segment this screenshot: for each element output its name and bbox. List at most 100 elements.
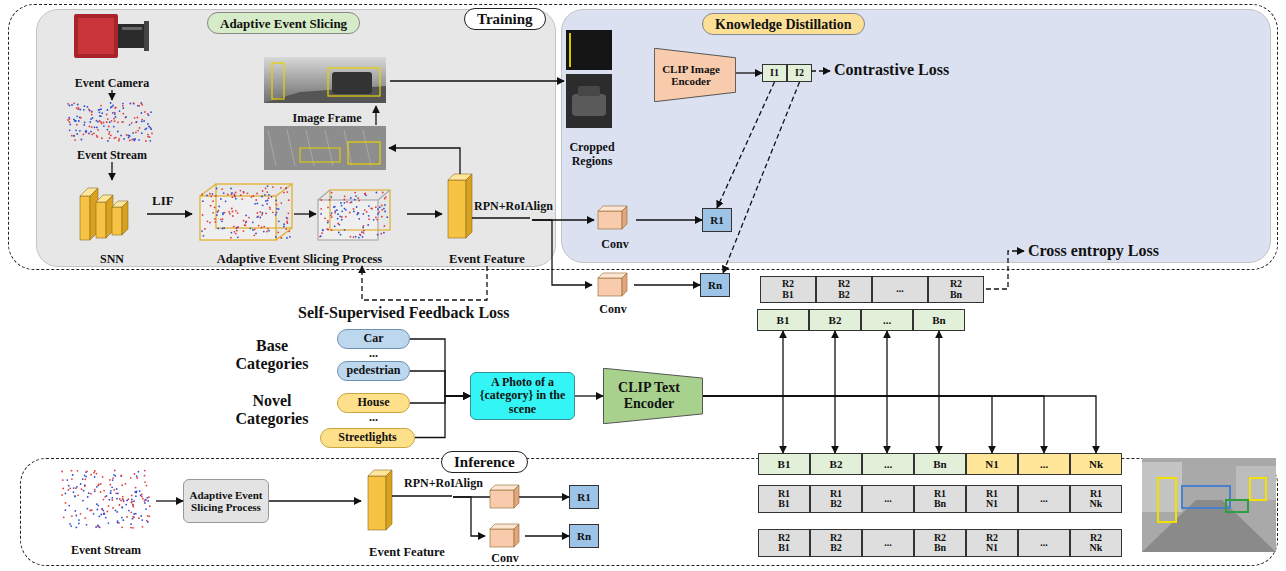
figure-label: Event Camera — [75, 77, 149, 90]
feature-block — [112, 201, 128, 207]
event-dot — [73, 102, 75, 104]
slice-cube-edge — [276, 228, 292, 240]
event-dot — [135, 495, 137, 497]
detection-box — [1226, 500, 1248, 512]
figure-label: Event Stream — [71, 544, 141, 557]
building — [1236, 466, 1276, 500]
detection-box — [1250, 478, 1266, 500]
event-dot — [236, 227, 238, 229]
event-dot — [76, 527, 78, 529]
event-dot — [101, 508, 103, 510]
event-dot — [252, 221, 254, 223]
event-dot — [85, 476, 87, 478]
event-dot — [119, 110, 121, 112]
event-dot — [376, 219, 378, 221]
node-text: R2 B1 — [782, 279, 794, 300]
event-dot — [150, 128, 152, 130]
event-dot — [218, 206, 220, 208]
event-dot — [91, 111, 93, 113]
feature-block — [386, 470, 392, 530]
event-dot — [94, 470, 96, 472]
event-dot — [375, 206, 377, 208]
event-dot — [141, 496, 143, 498]
event-dot — [77, 108, 79, 110]
event-dot — [149, 515, 151, 517]
event-dot — [285, 187, 287, 189]
event-dot — [384, 225, 386, 227]
event-dot — [88, 133, 90, 135]
event-dot — [83, 109, 85, 111]
event-dot — [222, 213, 224, 215]
event-dot — [140, 103, 142, 105]
event-dot — [244, 224, 246, 226]
event-dot — [266, 203, 268, 205]
event-dot — [368, 215, 370, 217]
title-badge: Knowledge Distillation — [702, 13, 865, 35]
event-dot — [71, 135, 73, 137]
event-dot — [113, 474, 115, 476]
event-dot — [248, 217, 250, 219]
event-dot — [121, 484, 123, 486]
event-dot — [118, 138, 120, 140]
event-dot — [237, 212, 239, 214]
event-dot — [321, 232, 323, 234]
node-text: ... — [896, 284, 904, 295]
event-dot — [82, 478, 84, 480]
event-dot — [110, 490, 112, 492]
event-dot — [377, 234, 379, 236]
event-dot — [141, 121, 143, 123]
conv-figure: Conv — [594, 207, 636, 251]
event-dot — [324, 217, 326, 219]
event-dot — [101, 508, 103, 510]
event-dot — [286, 217, 288, 219]
event-dot — [202, 200, 204, 202]
event-dot — [245, 224, 247, 226]
event-dot — [138, 471, 140, 473]
conv-cube — [598, 206, 627, 211]
event-dot — [100, 491, 102, 493]
score-cell: ... — [1018, 529, 1070, 557]
slice-cube-edge — [200, 184, 216, 196]
event-dot — [356, 206, 358, 208]
car — [572, 94, 606, 116]
event-dot — [384, 211, 386, 213]
event-dot — [275, 236, 277, 238]
event-dot — [204, 228, 206, 230]
connector-arrow — [736, 72, 762, 73]
event-dot — [201, 230, 203, 232]
event-dot — [338, 224, 340, 226]
event-dot — [109, 131, 111, 133]
event-dot — [69, 118, 71, 120]
label-text: Novel Categories — [222, 392, 322, 428]
figure-label: Event Feature — [449, 252, 525, 266]
event-dot — [85, 131, 87, 133]
edge-label: RPN+RoIAlign — [404, 477, 483, 490]
region-feature-cell: Rn — [569, 524, 599, 548]
event-dot — [216, 214, 218, 216]
event-dot — [91, 134, 93, 136]
text-embedding-cell: Nk — [1070, 453, 1122, 475]
event-dot — [122, 519, 124, 521]
event-dot — [107, 140, 109, 142]
connector-arrow — [886, 331, 887, 453]
event-dot — [378, 211, 380, 213]
text-encoder: CLIP Text Encoder — [603, 368, 703, 424]
loss-arrow — [986, 251, 1024, 289]
event-dot — [74, 495, 76, 497]
feature-block — [80, 188, 98, 196]
node-text: I1 — [770, 67, 779, 78]
event-dot — [147, 521, 149, 523]
event-dot — [117, 520, 119, 522]
event-dot — [113, 137, 115, 139]
event-dot — [121, 506, 123, 508]
connector-arrow — [453, 496, 569, 497]
event-dot — [227, 194, 229, 196]
node-text: ... — [883, 314, 891, 326]
event-dot — [74, 139, 76, 141]
event-dot — [269, 208, 271, 210]
event-dot — [206, 195, 208, 197]
event-dot — [288, 199, 290, 201]
event-dot — [108, 499, 110, 501]
event-dot — [128, 135, 130, 137]
event-dot — [97, 505, 99, 507]
